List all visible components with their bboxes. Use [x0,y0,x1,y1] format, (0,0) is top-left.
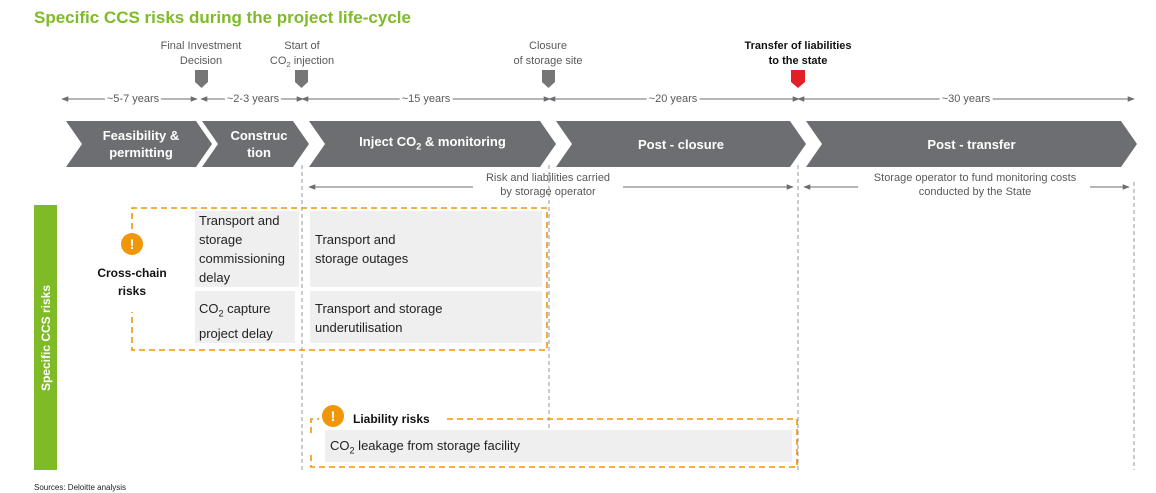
duration-label-3: ~15 years [399,93,453,105]
duration-label-2: ~2-3 years [224,93,282,105]
liability-box [310,418,798,468]
liability-warning-icon: ! [322,405,344,427]
milestone-transfer-label: Transfer of liabilities to the state [744,40,852,67]
fid-marker-icon [195,70,208,88]
duration-label-4: ~20 years [646,93,700,105]
liability-heading: Liability risks [353,412,430,426]
phase-chevron-1 [66,121,212,167]
injection-marker-icon [295,70,308,88]
risk-capture-delay: CO2 capture project delay [195,291,295,343]
phase-chevron-3 [309,121,556,167]
cross-chain-warning-icon: ! [121,233,143,255]
milestone-closure-label: Closure of storage site [513,40,583,67]
state-note: Storage operator to fund monitoring cost… [873,172,1077,198]
phase-feasibility: Feasibility &permitting [102,128,180,160]
page-title: Specific CCS risks during the project li… [34,8,411,27]
risk-transport-commissioning: Transport and storage commissioning dela… [195,211,299,287]
duration-label-5: ~30 years [939,93,993,105]
duration-label-1: ~5-7 years [104,93,162,105]
risk-transport-outages: Transport and storage outages [310,211,542,287]
milestone-injection-label: Start of CO2 injection [269,40,335,70]
phase-chevron-4 [556,121,806,167]
cross-chain-heading: Cross-chain risks [97,266,167,298]
risk-transport-underutilisation: Transport and storage underutilisation [310,291,542,343]
milestone-fid-label: Final Investment Decision [160,40,242,67]
phase-injection: Inject CO2 & monitoring [359,133,506,152]
transfer-marker-icon [791,70,805,88]
operator-note: Risk and liabilities carried by storage … [485,172,611,198]
phase-chevron-5 [806,121,1137,167]
specific-ccs-risks-sidebar: Specific CCS risks [34,205,57,470]
phase-chevron-2 [202,121,309,167]
phase-post-transfer: Post - transfer [927,136,1016,152]
risk-co2-leakage: CO2 leakage from storage facility [325,430,792,462]
source-note: Sources: Deloitte analysis [34,483,127,492]
phase-post-closure: Post - closure [638,136,724,152]
closure-marker-icon [542,70,555,88]
